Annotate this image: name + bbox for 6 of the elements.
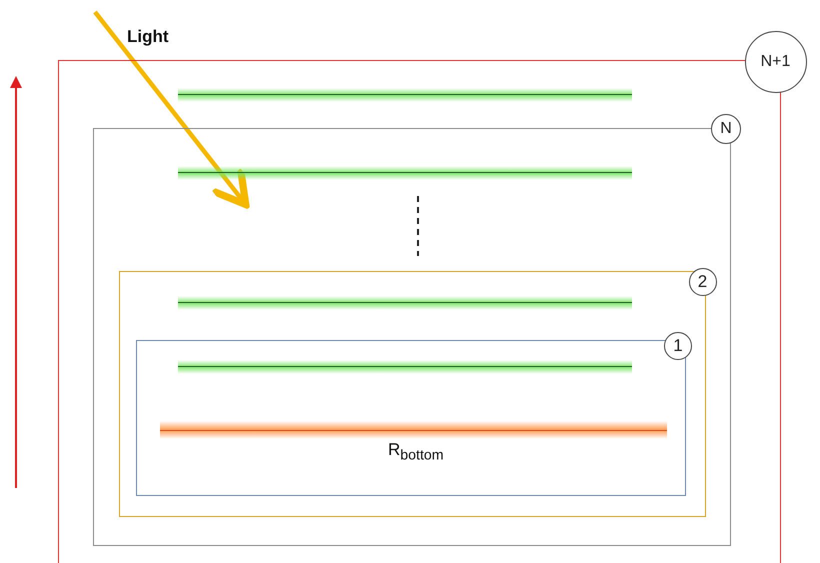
light-label: Light (127, 27, 169, 47)
layer-number: N (711, 114, 741, 144)
layer-number: 2 (688, 268, 716, 296)
layer-number: N+1 (744, 30, 806, 92)
layer-label: R$_{bottom}$ (388, 440, 444, 464)
layer-number: 1 (664, 332, 692, 360)
